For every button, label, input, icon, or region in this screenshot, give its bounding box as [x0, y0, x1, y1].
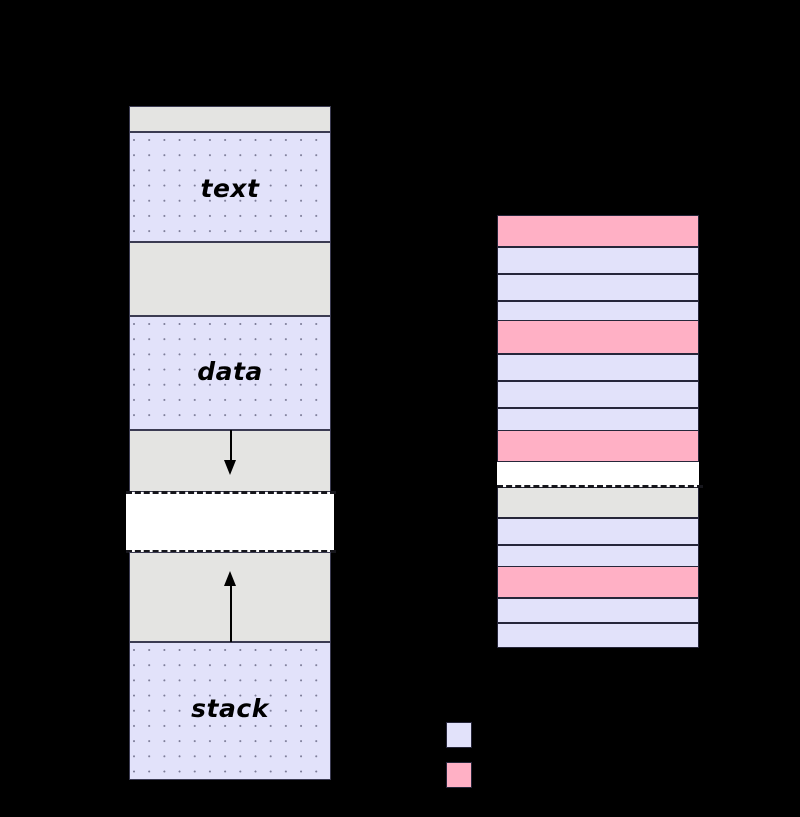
frame-01 — [497, 215, 699, 247]
frame-10-gap — [497, 462, 699, 487]
gap-bottom-boundary-dashed-line — [126, 550, 336, 553]
frame-09 — [497, 430, 699, 462]
segment-text-label: text — [200, 174, 260, 203]
frame-boundary-dashed-line — [497, 485, 703, 488]
segment-gap-1 — [129, 242, 331, 316]
frame-11 — [497, 487, 699, 518]
segment-data — [129, 316, 331, 430]
segment-stack — [129, 642, 331, 780]
frame-02 — [497, 247, 699, 274]
gap-top-boundary-dashed-line — [126, 491, 336, 494]
segment-top-reserved — [129, 106, 331, 132]
legend-swatch-allocated — [446, 722, 472, 748]
frame-05 — [497, 320, 699, 354]
frame-14 — [497, 566, 699, 598]
segment-text — [129, 132, 331, 242]
stack-grows-up-arrow-shaft — [230, 586, 232, 642]
segment-stack-label: stack — [191, 694, 269, 723]
stack-grows-up-arrow-head — [224, 571, 236, 586]
frame-06 — [497, 354, 699, 381]
heap-grows-down-arrow-shaft — [230, 430, 232, 463]
frame-12 — [497, 518, 699, 545]
frame-07 — [497, 381, 699, 408]
segment-free-gap — [126, 492, 334, 552]
segment-data-label: data — [197, 357, 263, 386]
heap-grows-down-arrow-head — [224, 460, 236, 475]
frame-03 — [497, 274, 699, 301]
frame-15 — [497, 598, 699, 623]
frame-16 — [497, 623, 699, 648]
legend-swatch-highlight — [446, 762, 472, 788]
